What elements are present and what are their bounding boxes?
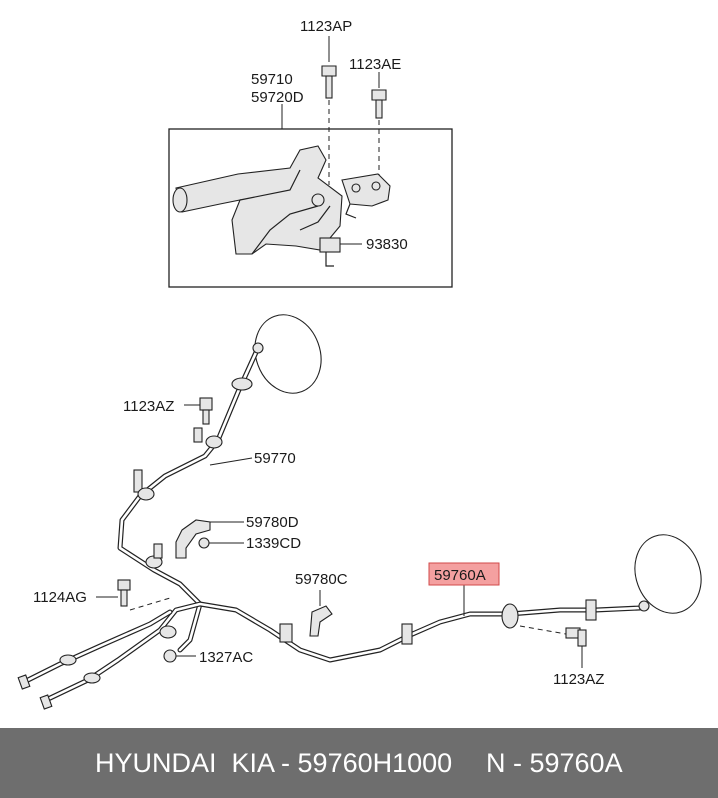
wheel-circle-upper — [254, 314, 322, 394]
label-59760a: 59760A — [434, 567, 486, 584]
label-59720d: 59720D — [251, 89, 304, 106]
footer-bar: HYUNDAI KIA - 59760H1000 N - 59760A — [0, 728, 718, 798]
label-59710: 59710 — [251, 71, 293, 88]
label-1123az-bottom: 1123AZ — [553, 671, 604, 688]
lever-assembly-box — [168, 128, 453, 288]
label-1339cd: 1339CD — [246, 535, 301, 552]
parking-brake-diagram: 1123AP 1123AE 59710 59720D 93830 1123AZ … — [17, 18, 702, 710]
label-1123az-top: 1123AZ — [123, 398, 174, 415]
bolt-1123az-bottom-icon — [519, 625, 587, 668]
switch-93830-icon — [319, 237, 362, 267]
label-59780d: 59780D — [246, 514, 299, 531]
footer-part-number: HYUNDAI KIA - 59760H1000 — [95, 748, 453, 778]
wheel-circle-lower — [634, 534, 702, 614]
nut-1339cd-icon — [198, 537, 244, 549]
label-1124ag: 1124AG — [33, 589, 87, 606]
nut-1327ac-icon — [163, 649, 196, 663]
bracket-59780c-icon — [309, 590, 333, 637]
highlight-59760a — [428, 562, 500, 586]
bolt-1123ae-icon — [371, 72, 387, 178]
label-1123ae: 1123AE — [349, 56, 401, 73]
label-59780c: 59780C — [295, 571, 348, 588]
leader-59770 — [209, 457, 253, 466]
cable-59760a-icon — [17, 599, 650, 710]
label-59770: 59770 — [254, 450, 296, 467]
bracket-59780d-icon — [175, 519, 244, 559]
label-93830: 93830 — [366, 236, 408, 253]
parking-brake-lever-icon — [172, 145, 343, 255]
label-1327ac: 1327AC — [199, 649, 253, 666]
footer-oem-code: N - 59760A — [486, 748, 623, 778]
bolt-1124ag-icon — [96, 579, 171, 611]
lever-bracket-icon — [341, 173, 391, 219]
bolt-1123ap-icon — [321, 36, 337, 185]
label-1123ap: 1123AP — [300, 18, 352, 35]
bolt-1123az-top-icon — [184, 397, 213, 425]
